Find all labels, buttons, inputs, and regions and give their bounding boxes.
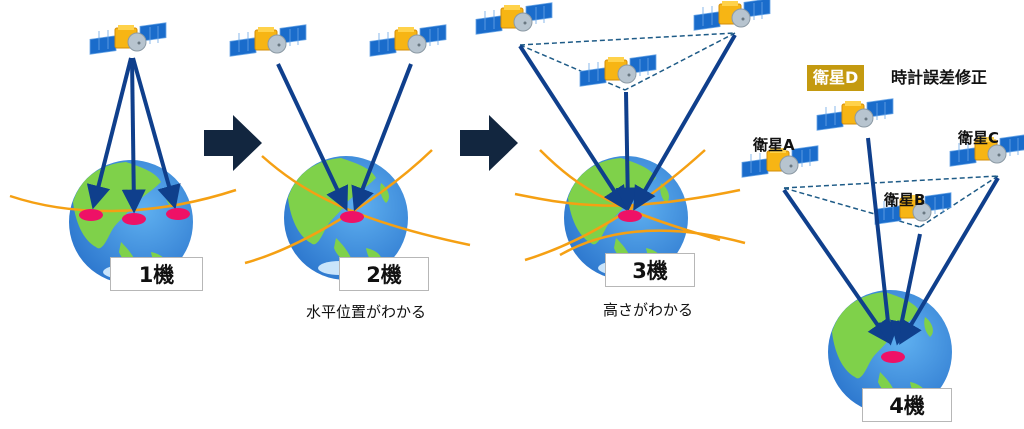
signal-arrows (518, 33, 737, 212)
satellite-icon (579, 54, 657, 87)
signal-arrows (86, 57, 181, 214)
signal-arrow (351, 63, 413, 212)
satellite-icon (475, 2, 553, 35)
clock-error-correction-note: 時計誤差修正 (891, 68, 988, 87)
signal-arrow (615, 91, 640, 212)
fix-point (881, 351, 905, 363)
orbit-line (514, 188, 741, 207)
satellite-c-label: 衛星C (958, 129, 1000, 147)
signal-arrows (782, 137, 1000, 346)
panel-2 (229, 24, 471, 280)
satellite-icon (229, 24, 307, 57)
signal-arrow (121, 57, 146, 214)
panel-4 (741, 98, 1024, 414)
satellite-a-label: 衛星A (753, 136, 795, 154)
signal-arrows (276, 63, 413, 212)
signal-arrow (131, 57, 181, 210)
signal-arrow (782, 188, 892, 345)
satellite-d-badge: 衛星D (807, 65, 865, 91)
orbit-line (9, 188, 237, 213)
panel-3 (475, 0, 771, 280)
signal-arrow (518, 44, 628, 211)
fix-point (340, 211, 364, 223)
satellite-icon (369, 24, 447, 57)
count-label-3: 3機 (605, 253, 695, 287)
fix-point (79, 209, 103, 221)
caption-height: 高さがわかる (603, 301, 694, 319)
orbit-line (559, 229, 746, 257)
count-label-4: 4機 (862, 388, 952, 422)
signal-arrow (899, 176, 1000, 345)
satellite-icon (89, 22, 167, 55)
satellite-icon (816, 98, 894, 131)
dashed-links (519, 32, 736, 91)
panel-1 (9, 22, 237, 284)
caption-horizontal-position: 水平位置がわかる (306, 303, 427, 321)
count-label-1: 1機 (110, 257, 203, 291)
signal-arrow (633, 33, 737, 211)
fix-point (166, 208, 190, 220)
satellite-icon (693, 0, 771, 31)
count-label-2: 2機 (339, 257, 429, 291)
signal-arrow (866, 137, 900, 346)
signal-arrow (276, 63, 349, 212)
signal-arrow (86, 57, 133, 210)
right-arrow-icon (204, 115, 262, 171)
fix-point (122, 213, 146, 225)
right-arrow-icon (460, 115, 518, 171)
dashed-links (783, 175, 999, 228)
fix-point (618, 210, 642, 222)
orbit-line (244, 149, 433, 265)
satellite-b-label: 衛星B (884, 191, 926, 209)
